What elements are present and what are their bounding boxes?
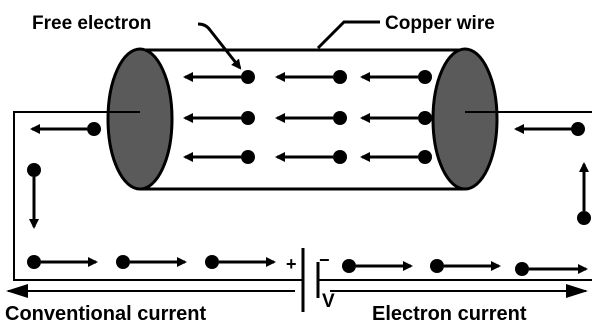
- electron: [241, 70, 255, 84]
- free-electron-label: Free electron: [32, 13, 151, 34]
- electron: [577, 211, 591, 225]
- electron-current-label: Electron current: [372, 303, 527, 325]
- electron: [333, 70, 347, 84]
- electron: [333, 111, 347, 125]
- electron: [87, 122, 101, 136]
- electron: [515, 262, 529, 276]
- wire-right-end: [431, 47, 499, 191]
- electron: [241, 111, 255, 125]
- battery-symbol: [301, 248, 320, 312]
- free-electron-leader: [197, 22, 242, 70]
- electron: [116, 255, 130, 269]
- copper-wire-label: Copper wire: [385, 13, 495, 34]
- electron: [342, 259, 356, 273]
- electron-motion-arrows: [183, 72, 418, 162]
- electron: [418, 150, 432, 164]
- copper-wire-leader: [316, 20, 380, 50]
- circuit-electron-arrows: [29, 124, 589, 274]
- electrons-in-circuit: [27, 122, 591, 276]
- electrons-in-wire: [241, 70, 432, 164]
- electron: [418, 111, 432, 125]
- electron: [205, 255, 219, 269]
- minus-sign: −: [319, 250, 330, 270]
- electron: [418, 70, 432, 84]
- electron: [430, 259, 444, 273]
- circuit-wire: [13, 111, 592, 281]
- electron: [27, 163, 41, 177]
- voltage-label: V: [322, 291, 335, 312]
- electron: [333, 150, 347, 164]
- plus-sign: +: [286, 254, 297, 274]
- electron: [241, 150, 255, 164]
- electron: [27, 255, 41, 269]
- wire-left-end: [106, 47, 174, 191]
- conventional-current-label: Conventional current: [5, 303, 206, 325]
- electron: [571, 122, 585, 136]
